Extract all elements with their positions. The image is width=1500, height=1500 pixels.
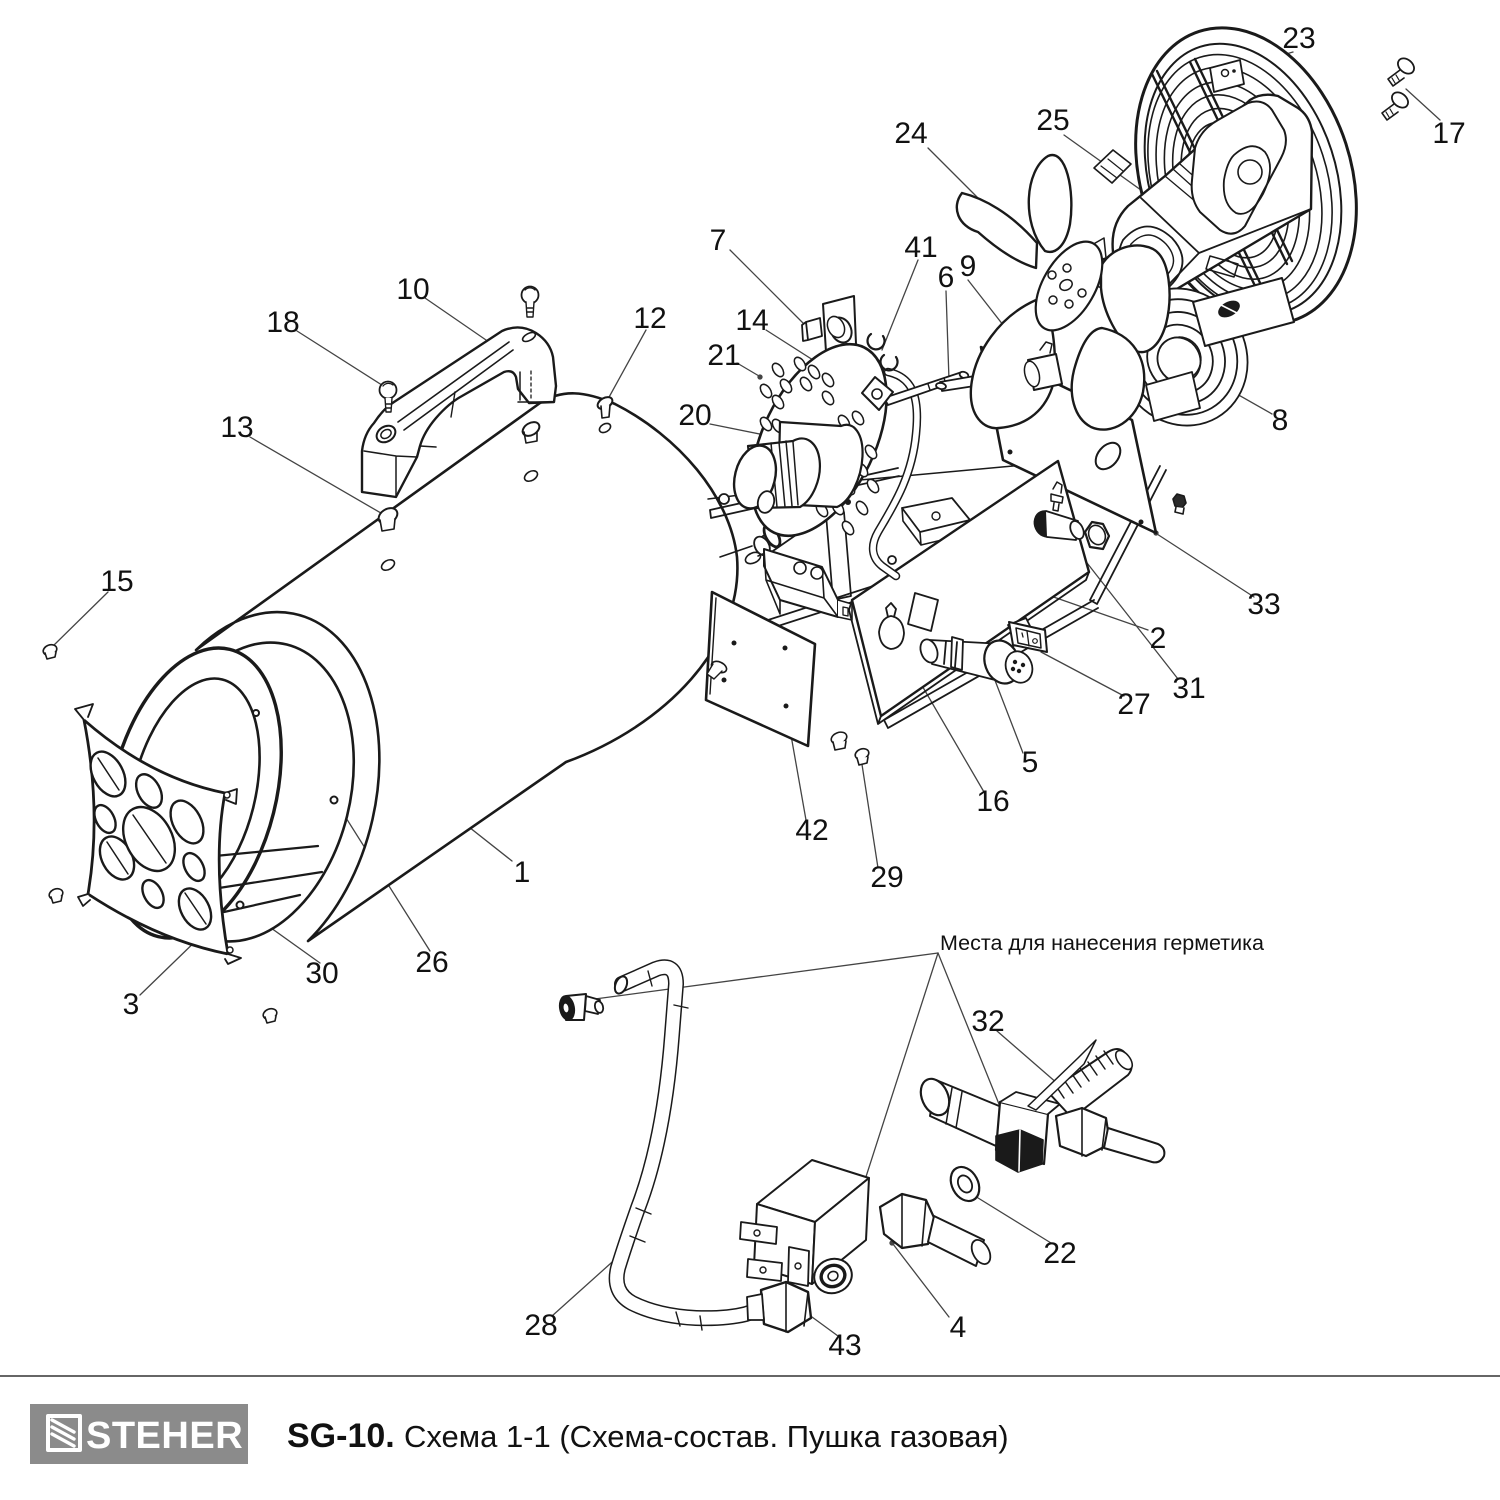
svg-text:10: 10 — [396, 273, 429, 306]
svg-text:STEHER: STEHER — [86, 1415, 243, 1457]
svg-text:Места для нанесения герметика: Места для нанесения герметика — [940, 931, 1264, 955]
svg-text:33: 33 — [1247, 588, 1280, 621]
svg-text:29: 29 — [870, 861, 903, 894]
svg-text:24: 24 — [894, 117, 927, 150]
svg-text:5: 5 — [1022, 746, 1039, 779]
svg-text:41: 41 — [904, 231, 937, 264]
svg-text:27: 27 — [1117, 688, 1150, 721]
svg-text:31: 31 — [1172, 672, 1205, 705]
svg-text:4: 4 — [950, 1311, 967, 1344]
svg-text:14: 14 — [735, 304, 768, 337]
svg-text:25: 25 — [1036, 104, 1069, 137]
svg-text:30: 30 — [305, 957, 338, 990]
svg-text:43: 43 — [828, 1329, 861, 1362]
svg-text:6: 6 — [938, 261, 955, 294]
svg-text:3: 3 — [123, 988, 140, 1021]
svg-text:42: 42 — [795, 814, 828, 847]
svg-text:1: 1 — [514, 856, 531, 889]
svg-text:8: 8 — [1272, 404, 1289, 437]
svg-text:2: 2 — [1150, 622, 1167, 655]
svg-text:18: 18 — [266, 306, 299, 339]
svg-text:13: 13 — [220, 411, 253, 444]
svg-text:Схема 1-1 (Схема-состав. Пушка: Схема 1-1 (Схема-состав. Пушка газовая) — [404, 1419, 1009, 1454]
svg-text:SG-10.: SG-10. — [287, 1417, 395, 1455]
svg-text:15: 15 — [100, 565, 133, 598]
svg-text:26: 26 — [415, 946, 448, 979]
svg-text:32: 32 — [971, 1005, 1004, 1038]
svg-text:16: 16 — [976, 785, 1009, 818]
svg-text:7: 7 — [710, 224, 727, 257]
svg-text:23: 23 — [1282, 22, 1315, 55]
svg-text:20: 20 — [678, 399, 711, 432]
svg-text:9: 9 — [960, 250, 977, 283]
svg-text:22: 22 — [1043, 1237, 1076, 1270]
svg-text:17: 17 — [1432, 117, 1465, 150]
svg-text:21: 21 — [707, 339, 740, 372]
svg-text:12: 12 — [633, 302, 666, 335]
svg-text:28: 28 — [524, 1309, 557, 1342]
